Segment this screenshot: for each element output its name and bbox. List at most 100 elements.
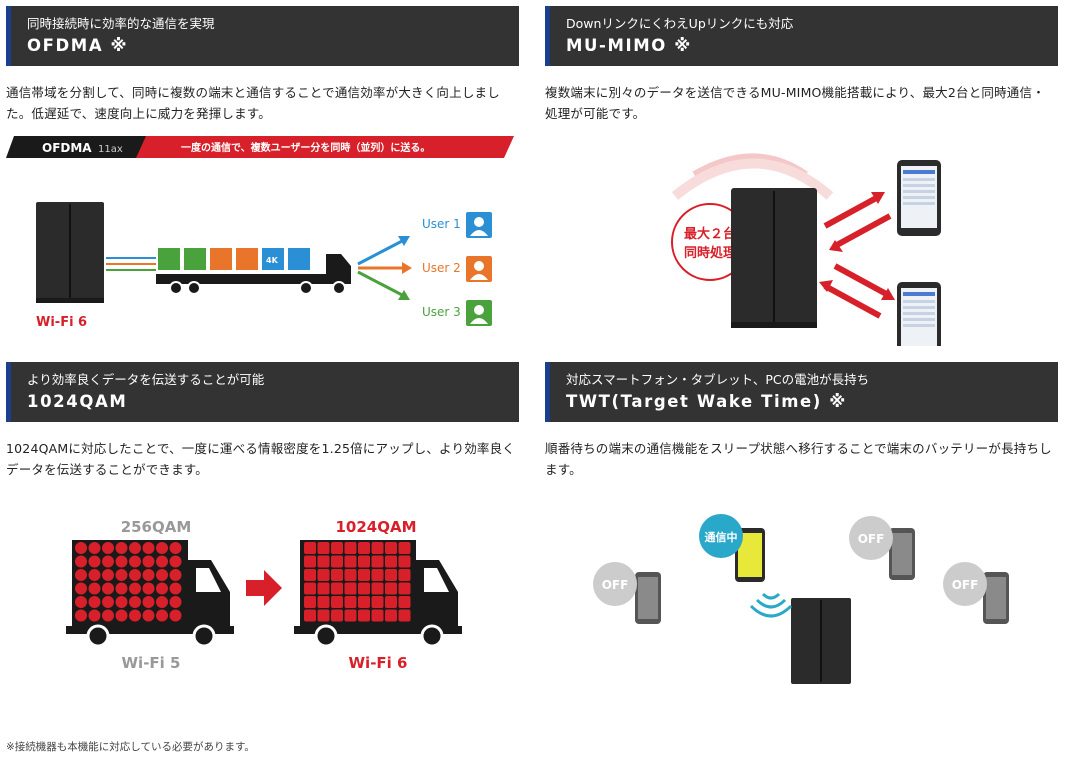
data-block [385, 569, 397, 581]
data-block [358, 596, 370, 608]
data-dot [102, 582, 114, 595]
arrow-user3 [357, 270, 405, 298]
off-label: OFF [858, 532, 885, 546]
data-block [358, 569, 370, 581]
router-icon [36, 202, 104, 303]
footnote: ※接続機器も本機能に対応している必要があります。 [6, 741, 255, 753]
qam-subtitle: より効率良くデータを伝送することが可能 [27, 372, 265, 387]
wifi5-label: Wi-Fi 5 [122, 654, 181, 672]
data-block [371, 582, 384, 595]
data-dot [142, 569, 155, 581]
car-cargo-icon [288, 248, 310, 270]
data-block [304, 542, 316, 554]
data-block [371, 569, 384, 581]
data-dot [129, 596, 141, 608]
data-block [385, 542, 397, 554]
data-block [304, 555, 316, 568]
mumimo-title: MU-MIMO ※ [566, 36, 692, 55]
signal-waves [671, 153, 834, 200]
data-dot [115, 555, 128, 568]
data-dot [88, 569, 101, 581]
data-dot [102, 555, 114, 568]
twt-illustration: 通信中 OFF OFF OFF [545, 500, 1058, 710]
arrow-user1 [357, 238, 405, 266]
data-block [317, 582, 330, 595]
data-dot [115, 569, 128, 581]
sleeping-smartphone-icon [889, 528, 915, 580]
data-block [317, 569, 330, 581]
data-dot [129, 555, 141, 568]
wifi6-label: Wi-Fi 6 [349, 654, 408, 672]
ofdma-title: OFDMA ※ [27, 36, 129, 55]
data-dot [142, 609, 155, 622]
mumimo-section: DownリンクにくわえUpリンクにも対応 MU-MIMO ※ 複数端末に別々のデ… [545, 6, 1058, 346]
data-dot [75, 582, 87, 595]
data-block [398, 596, 411, 608]
data-block [385, 609, 397, 622]
banner-right-text: 一度の通信で、複数ユーザー分を同時（並列）に送る。 [181, 141, 430, 154]
data-block [385, 596, 397, 608]
dots-1024 [304, 542, 411, 622]
data-block [331, 609, 343, 622]
off-badge [943, 562, 987, 606]
data-dot [156, 555, 168, 568]
data-dot [88, 596, 101, 608]
data-dot [169, 569, 182, 581]
user1-label: User 1 [422, 217, 461, 231]
data-dot [75, 596, 87, 608]
data-dot [169, 596, 182, 608]
data-dot [88, 542, 101, 554]
data-dot [75, 542, 87, 554]
twt-header: 対応スマートフォン・タブレット、PCの電池が長持ち TWT(Target Wak… [545, 362, 1058, 422]
off-badge [593, 562, 637, 606]
qam-256-label: 256QAM [121, 518, 192, 536]
sleeping-smartphone-icon [635, 572, 661, 624]
data-dot [115, 609, 128, 622]
badge-line2: 同時処理 [684, 245, 736, 261]
data-block [358, 555, 370, 568]
router-icon [731, 188, 817, 328]
data-block [304, 596, 316, 608]
tv-cargo-icon [184, 248, 206, 270]
wifi-waves-icon [749, 592, 793, 618]
data-block [304, 569, 316, 581]
data-dot [88, 609, 101, 622]
data-dot [75, 569, 87, 581]
twt-title: TWT(Target Wake Time) ※ [566, 392, 847, 411]
mumimo-subtitle: DownリンクにくわえUpリンクにも対応 [566, 16, 794, 31]
data-dot [115, 542, 128, 554]
off-label: OFF [602, 578, 629, 592]
qam-title: 1024QAM [27, 392, 128, 411]
data-block [371, 542, 384, 554]
data-dot [88, 582, 101, 595]
ofdma-description: 通信帯域を分割して、同時に複数の端末と通信することで通信効率が大きく向上しました… [6, 85, 500, 121]
data-dot [142, 582, 155, 595]
data-dot [169, 609, 182, 622]
data-block [398, 542, 411, 554]
data-dot [115, 582, 128, 595]
dots-256 [75, 542, 182, 622]
badge-line1: 最大２台 [684, 226, 736, 242]
data-block [344, 555, 357, 568]
data-dot [102, 609, 114, 622]
data-dot [156, 569, 168, 581]
ofdma-subtitle: 同時接続時に効率的な通信を実現 [27, 16, 215, 31]
data-dot [102, 596, 114, 608]
data-block [331, 555, 343, 568]
wifi6-label: Wi-Fi 6 [36, 315, 87, 330]
data-block [344, 582, 357, 595]
data-block [304, 582, 316, 595]
data-dot [129, 609, 141, 622]
data-block [331, 582, 343, 595]
data-block [344, 609, 357, 622]
data-block [344, 569, 357, 581]
data-block [371, 609, 384, 622]
4k-label: 4K [266, 256, 279, 265]
twt-subtitle: 対応スマートフォン・タブレット、PCの電池が長持ち [566, 372, 870, 387]
user2-label: User 2 [422, 261, 461, 275]
data-block [358, 609, 370, 622]
data-dot [129, 569, 141, 581]
data-block [304, 609, 316, 622]
data-dot [142, 555, 155, 568]
off-label: OFF [952, 578, 979, 592]
